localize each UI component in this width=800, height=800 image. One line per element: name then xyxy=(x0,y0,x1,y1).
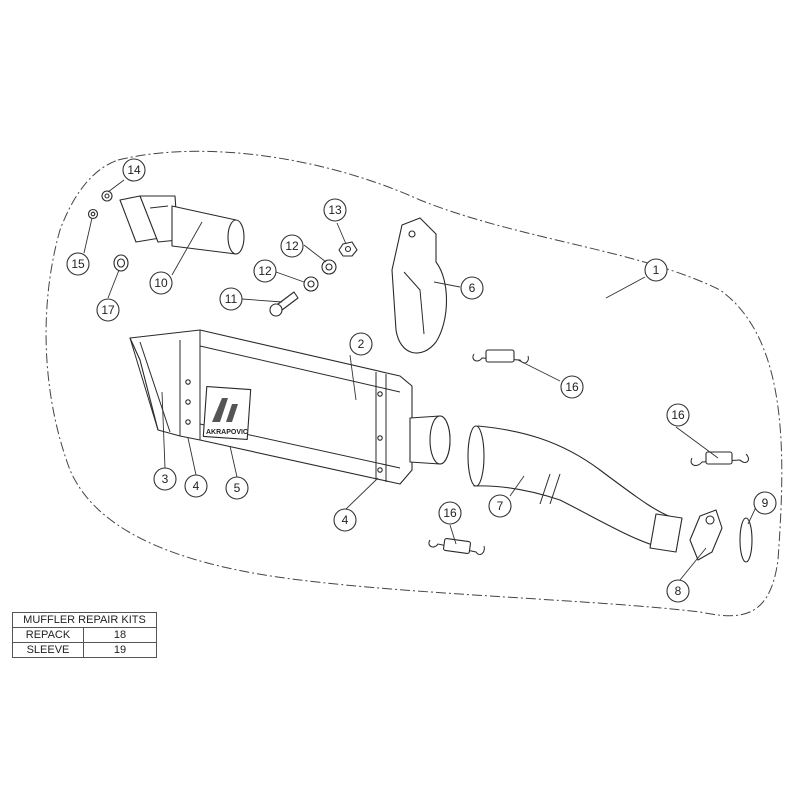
callout-5: 5 xyxy=(225,476,249,500)
part-10-end-cap xyxy=(119,195,245,255)
svg-text:4: 4 xyxy=(342,513,349,527)
callout-6: 6 xyxy=(460,276,484,300)
svg-text:7: 7 xyxy=(497,499,504,513)
part-7-link-pipe xyxy=(467,425,683,553)
muffler-logo: AKRAPOVIC xyxy=(206,429,248,436)
svg-text:6: 6 xyxy=(469,281,476,295)
table-header-row: MUFFLER REPAIR KITS xyxy=(12,612,157,628)
part-12-washer-b xyxy=(303,276,319,292)
svg-text:16: 16 xyxy=(443,506,457,520)
callout-3: 3 xyxy=(153,467,177,491)
kit-name: SLEEVE xyxy=(12,642,84,658)
part-17-grommet xyxy=(113,254,129,272)
callout-11: 11 xyxy=(219,287,243,311)
callout-13: 13 xyxy=(323,198,347,222)
table-row: SLEEVE 19 xyxy=(12,642,157,658)
kit-boundary xyxy=(45,150,783,617)
table-title: MUFFLER REPAIR KITS xyxy=(12,612,157,628)
svg-text:5: 5 xyxy=(234,481,241,495)
callout-15: 15 xyxy=(66,252,90,276)
callout-14: 14 xyxy=(122,158,146,182)
svg-text:16: 16 xyxy=(671,408,685,422)
part-16-spring-b xyxy=(690,451,749,466)
svg-text:16: 16 xyxy=(565,380,579,394)
svg-text:2: 2 xyxy=(358,337,365,351)
kit-name: REPACK xyxy=(12,627,84,643)
part-2-muffler: AKRAPOVIC xyxy=(129,329,451,485)
leader-lines xyxy=(83,179,758,581)
muffler-repair-kits-table: MUFFLER REPAIR KITS REPACK 18 SLEEVE 19 xyxy=(12,612,157,658)
callout-2: 2 xyxy=(349,332,373,356)
callout-8: 8 xyxy=(666,579,690,603)
part-12-washer-a xyxy=(321,259,337,275)
part-16-spring-a xyxy=(472,349,529,364)
part-6-hanger-bracket xyxy=(391,217,448,354)
part-9-clip xyxy=(739,517,753,563)
table-row: REPACK 18 xyxy=(12,627,157,643)
svg-text:12: 12 xyxy=(258,264,272,278)
callout-7: 7 xyxy=(488,494,512,518)
svg-text:10: 10 xyxy=(154,276,168,290)
part-14-nut xyxy=(101,190,113,202)
svg-text:11: 11 xyxy=(225,292,238,306)
svg-text:9: 9 xyxy=(762,496,769,510)
callout-16b: 16 xyxy=(666,403,690,427)
callout-12a: 12 xyxy=(280,234,304,258)
part-13-nut xyxy=(338,241,358,257)
callout-4a: 4 xyxy=(184,474,208,498)
callout-16c: 16 xyxy=(438,501,462,525)
kit-part-number: 19 xyxy=(83,642,157,658)
callout-12b: 12 xyxy=(253,259,277,283)
kit-part-number: 18 xyxy=(83,627,157,643)
part-15-washer xyxy=(87,208,99,220)
svg-text:13: 13 xyxy=(328,203,342,217)
svg-text:1: 1 xyxy=(653,263,660,277)
svg-text:17: 17 xyxy=(101,303,115,317)
svg-text:12: 12 xyxy=(285,239,299,253)
part-8-clamp xyxy=(689,509,723,561)
svg-text:3: 3 xyxy=(162,472,169,486)
svg-text:4: 4 xyxy=(193,479,200,493)
svg-text:14: 14 xyxy=(127,163,141,177)
callout-10: 10 xyxy=(149,271,173,295)
callout-9: 9 xyxy=(753,491,777,515)
callout-17: 17 xyxy=(96,298,120,322)
part-16-spring-c xyxy=(428,537,485,555)
callout-4b: 4 xyxy=(333,508,357,532)
part-11-bolt xyxy=(269,291,299,317)
callout-16a: 16 xyxy=(560,375,584,399)
callout-1: 1 xyxy=(644,258,668,282)
svg-text:15: 15 xyxy=(71,257,85,271)
svg-text:8: 8 xyxy=(675,584,682,598)
